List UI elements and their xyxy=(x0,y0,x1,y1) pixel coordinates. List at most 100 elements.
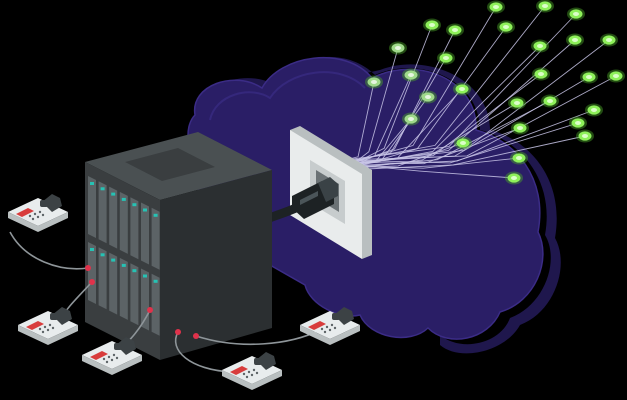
circuit-node-core xyxy=(514,101,520,105)
plug-clip xyxy=(300,191,318,205)
rack-led xyxy=(143,274,147,278)
circuit-node-core xyxy=(586,75,592,79)
rack-led xyxy=(132,269,137,273)
circuit-node-core xyxy=(408,117,414,121)
phone-4 xyxy=(222,352,282,390)
circuit-node-core xyxy=(537,44,543,48)
phone-key xyxy=(333,326,337,330)
phone-screen xyxy=(26,321,44,330)
circuit-node-core xyxy=(573,12,579,16)
rack-led xyxy=(121,197,126,201)
port-1 xyxy=(85,265,91,271)
circuit-line xyxy=(344,122,579,164)
phone-key xyxy=(247,370,251,374)
rack-slot xyxy=(151,207,160,270)
circuit-node-core xyxy=(493,5,499,9)
phone-key xyxy=(107,355,111,359)
phone-handset xyxy=(42,194,62,212)
phone-handset-ear xyxy=(40,200,48,207)
rack-slot xyxy=(98,247,107,310)
phones xyxy=(8,194,360,390)
phone-handset xyxy=(334,307,354,325)
phone-2 xyxy=(18,307,78,345)
port-3 xyxy=(147,307,153,313)
phone-key xyxy=(255,371,259,375)
cable-4 xyxy=(174,331,233,373)
phone-key xyxy=(38,327,42,331)
phone-handset-ear xyxy=(50,313,58,320)
phone-screen xyxy=(90,351,108,360)
circuit-node-core xyxy=(503,25,509,29)
rack-slot xyxy=(151,273,160,336)
circuit-node-core xyxy=(542,4,548,8)
phone-key xyxy=(46,328,50,332)
circuit-node-core xyxy=(452,28,458,32)
phone-handset xyxy=(116,337,136,355)
rack-ports xyxy=(85,265,199,339)
phone-key xyxy=(36,215,40,219)
phone-screen xyxy=(308,321,326,330)
circuit-node-core xyxy=(606,38,612,42)
circuit-node-core xyxy=(511,176,517,180)
phone-key xyxy=(330,323,334,327)
phone-key xyxy=(38,210,42,214)
phone-key xyxy=(105,360,109,364)
circuit-node-core xyxy=(517,126,523,130)
phone-key xyxy=(28,214,32,218)
circuit-node-core xyxy=(582,134,588,138)
rack-slot xyxy=(130,197,139,260)
rack-slot xyxy=(88,242,96,304)
circuit-node-core xyxy=(516,156,522,160)
port-4 xyxy=(175,329,181,335)
phone-base-side xyxy=(222,370,282,390)
phone-key xyxy=(323,330,327,334)
phone-key xyxy=(242,372,246,376)
circuit-node-core xyxy=(572,38,578,42)
rack-led xyxy=(100,187,105,191)
circuit-line xyxy=(344,100,551,169)
phone-5 xyxy=(300,307,360,345)
server-rack xyxy=(85,132,272,360)
rack-led xyxy=(121,263,126,267)
phone-key xyxy=(41,330,45,334)
rack-led xyxy=(111,192,116,196)
circuit-node-core xyxy=(538,72,544,76)
rack-led xyxy=(90,182,94,185)
rack-slot xyxy=(109,186,118,249)
phone-base-side xyxy=(8,212,68,232)
phone-key xyxy=(325,325,329,329)
rack-top-panel xyxy=(125,148,215,181)
circuit-node-core xyxy=(591,108,597,112)
phone-key xyxy=(48,323,52,327)
circuit-nodes xyxy=(344,0,625,185)
rack-slot xyxy=(141,202,149,265)
circuit-node-core xyxy=(408,73,414,77)
circuit-node-core xyxy=(547,99,553,103)
rack-slot xyxy=(130,263,139,326)
cable-1 xyxy=(9,231,89,270)
rack-slot xyxy=(119,191,128,254)
rack-slot xyxy=(119,257,128,320)
phone-3 xyxy=(82,337,142,375)
phone-key xyxy=(250,373,254,377)
phone-key xyxy=(112,353,116,357)
phone-key xyxy=(43,325,47,329)
rack-slots xyxy=(88,176,160,336)
port-5 xyxy=(193,333,199,339)
phone-handset-ear xyxy=(332,313,340,320)
phone-key xyxy=(328,328,332,332)
circuit-node-core xyxy=(443,56,449,60)
rack-led xyxy=(153,279,158,283)
rack-led xyxy=(153,213,158,217)
phone-key xyxy=(51,326,55,330)
circuit-node-core xyxy=(429,23,435,27)
circuit-node-core xyxy=(459,87,465,91)
circuit-line xyxy=(344,127,521,165)
phone-base-side xyxy=(300,325,360,345)
rack-led xyxy=(132,203,137,207)
rack-led xyxy=(100,253,105,257)
phone-handset-ear xyxy=(114,343,122,350)
phone-key xyxy=(110,358,114,362)
phone-1 xyxy=(8,194,68,232)
phone-key xyxy=(31,217,35,221)
